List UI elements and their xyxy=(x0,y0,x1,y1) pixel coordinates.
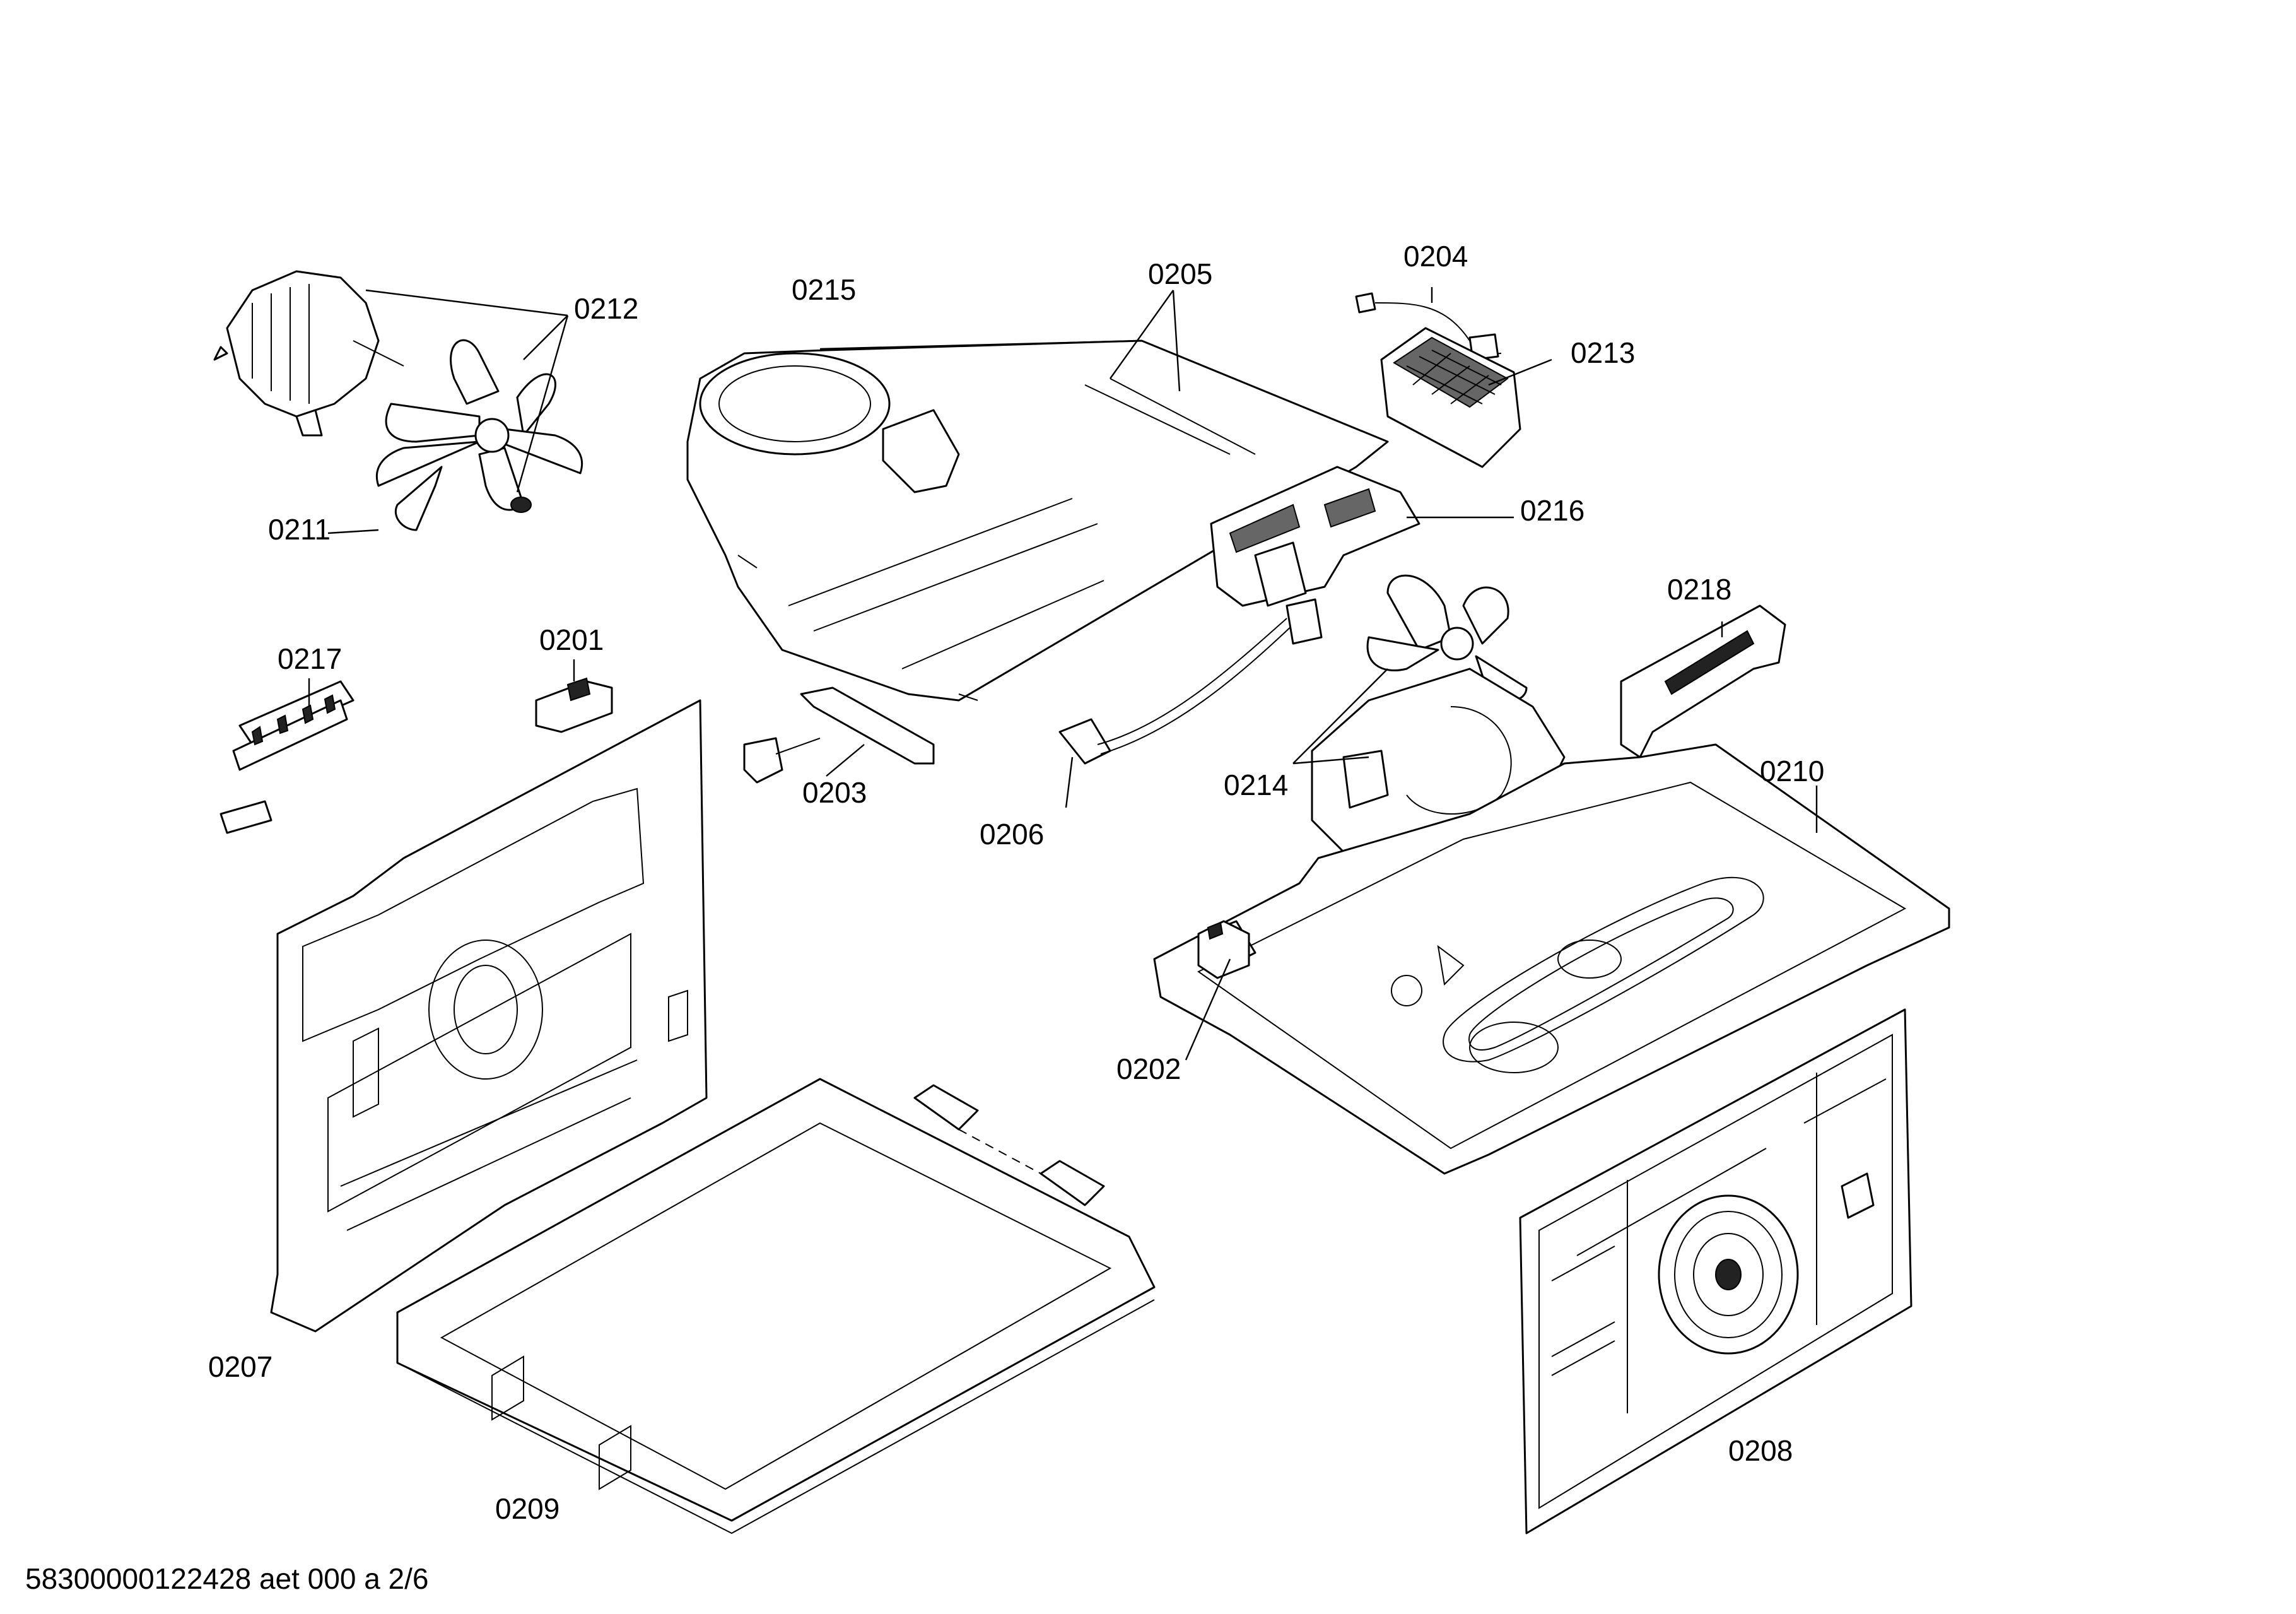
label-0211: 0211 xyxy=(268,513,331,546)
part-terminal-strip xyxy=(220,680,354,834)
part-front-panel xyxy=(1519,1008,1912,1534)
label-0206: 0206 xyxy=(980,818,1044,851)
label-0205: 0205 xyxy=(1148,257,1212,290)
label-0208: 0208 xyxy=(1728,1434,1793,1467)
label-0212: 0212 xyxy=(574,292,638,325)
part-nut xyxy=(510,497,532,513)
label-0214: 0214 xyxy=(1224,769,1288,801)
part-rear-panel xyxy=(270,699,708,1333)
part-control-module xyxy=(1210,466,1420,607)
leader-lines xyxy=(308,287,1818,1061)
label-0207: 0207 xyxy=(208,1350,272,1383)
label-0215: 0215 xyxy=(792,273,856,306)
part-thermostat xyxy=(1197,920,1250,979)
part-bottom-tray xyxy=(396,1078,1156,1534)
label-0213: 0213 xyxy=(1571,336,1635,369)
part-air-duct-tray xyxy=(686,339,1389,702)
part-heat-sink xyxy=(1380,327,1521,468)
label-0209: 0209 xyxy=(495,1492,559,1525)
label-0204: 0204 xyxy=(1403,240,1468,273)
part-switch xyxy=(535,677,613,733)
part-fan-motor xyxy=(213,270,404,437)
part-labels: 0215 0205 0204 0213 0216 0212 0211 0217 … xyxy=(208,240,1824,1525)
label-0216: 0216 xyxy=(1520,494,1584,527)
label-0201: 0201 xyxy=(539,623,604,656)
label-0210: 0210 xyxy=(1760,755,1824,787)
label-0203: 0203 xyxy=(802,776,867,809)
label-0217: 0217 xyxy=(278,642,342,675)
part-fan-impeller xyxy=(375,339,583,531)
label-0202: 0202 xyxy=(1116,1052,1181,1085)
label-0218: 0218 xyxy=(1667,573,1731,606)
document-id: 58300000122428 aet 000 a 2/6 xyxy=(25,1562,429,1595)
part-rail-bracket xyxy=(1620,604,1786,758)
part-wire-loom xyxy=(1058,598,1323,765)
part-sensor-bracket xyxy=(743,686,935,784)
